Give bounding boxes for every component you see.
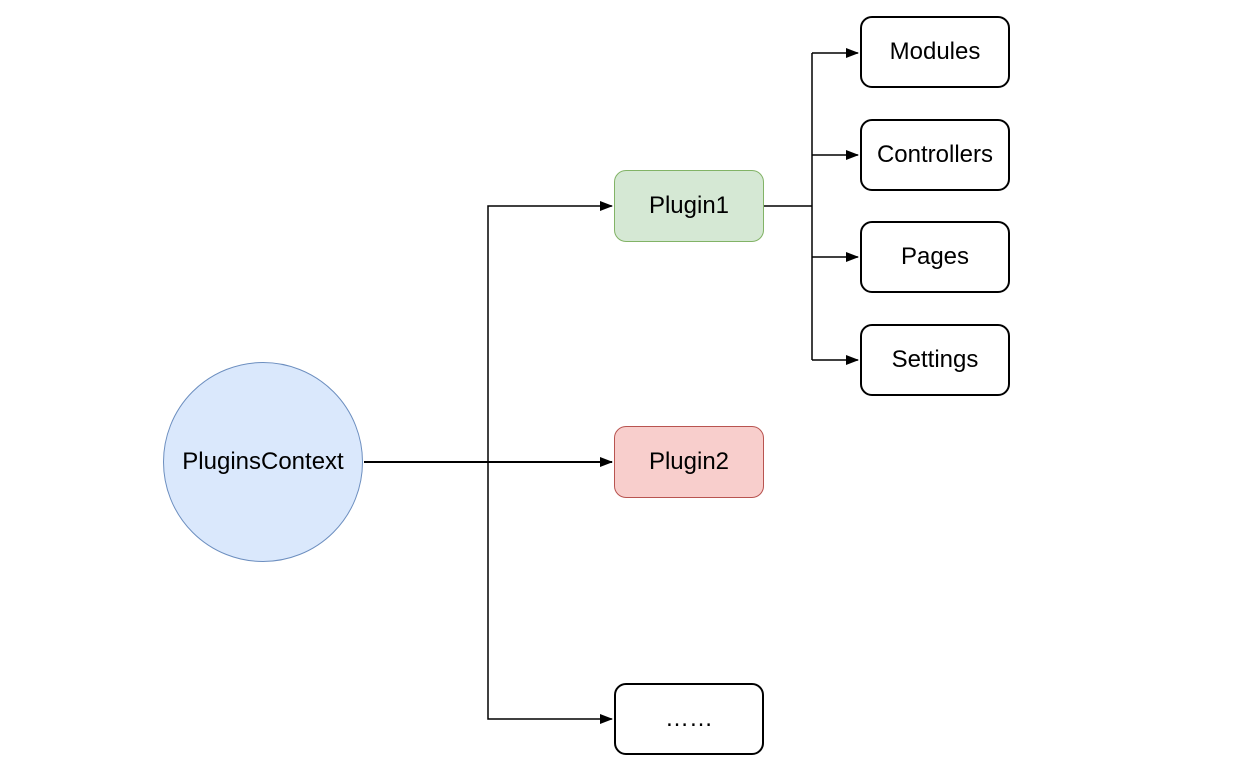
node-more: …… xyxy=(614,683,764,755)
node-modules-label: Modules xyxy=(889,38,981,65)
node-plugins-context-label: PluginsContext xyxy=(182,448,344,475)
edge-pluginscontext-to-more xyxy=(487,462,613,724)
node-plugin2: Plugin2 xyxy=(614,426,764,498)
node-controllers-label: Controllers xyxy=(876,141,994,168)
node-pages: Pages xyxy=(860,221,1010,293)
node-plugin1-label: Plugin1 xyxy=(648,192,730,219)
node-plugins-context: PluginsContext xyxy=(163,362,363,562)
node-controllers: Controllers xyxy=(860,119,1010,191)
edge-pluginscontext-to-plugin1 xyxy=(487,201,613,462)
node-plugin2-label: Plugin2 xyxy=(648,448,730,475)
node-settings: Settings xyxy=(860,324,1010,396)
node-modules: Modules xyxy=(860,16,1010,88)
node-plugin1: Plugin1 xyxy=(614,170,764,242)
node-pages-label: Pages xyxy=(900,243,970,270)
node-more-label: …… xyxy=(665,705,713,732)
node-settings-label: Settings xyxy=(891,346,979,373)
